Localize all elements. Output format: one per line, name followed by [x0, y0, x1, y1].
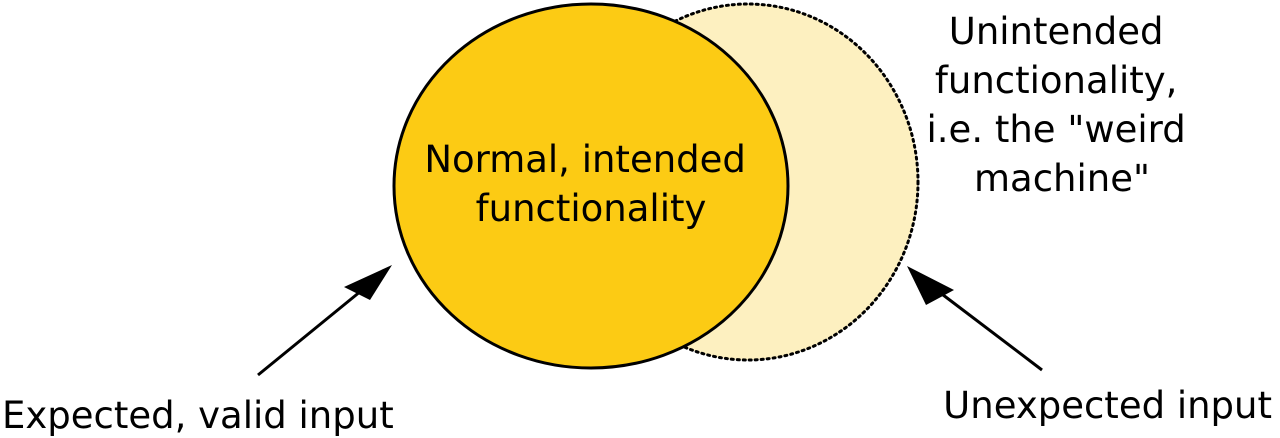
intended-functionality-region	[392, 2, 790, 370]
outer-label-line: Unintended	[949, 10, 1164, 53]
arrowhead-icon	[907, 266, 954, 305]
outer-label-line: functionality,	[935, 59, 1178, 102]
arrowhead-icon	[344, 265, 392, 300]
unexpected-input-arrow	[907, 266, 1043, 372]
inner-label-line: Normal, intended	[424, 138, 746, 181]
inner-label: Normal, intended functionality	[424, 138, 757, 230]
unexpected-input-label: Unexpected input	[943, 384, 1272, 427]
outer-label-line: i.e. the "weird	[927, 108, 1186, 151]
expected-input-label: Expected, valid input	[2, 394, 394, 437]
outer-label: Unintended functionality, i.e. the "weir…	[927, 10, 1198, 200]
expected-input-arrow	[257, 265, 392, 377]
inner-label-line: functionality	[476, 187, 707, 230]
outer-label-line: machine"	[974, 157, 1150, 200]
